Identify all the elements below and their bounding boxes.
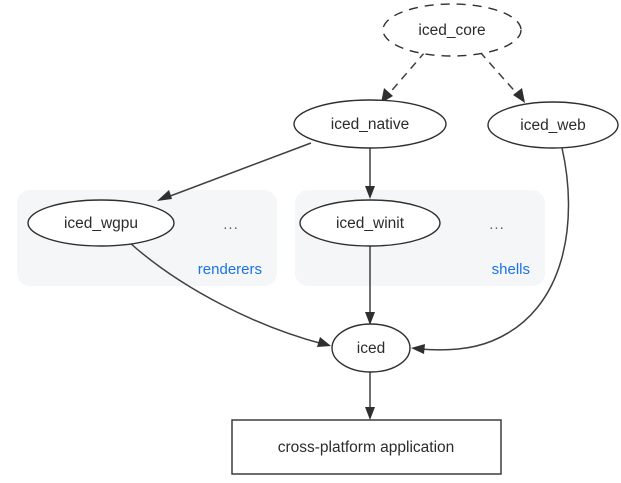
renderers-ellipsis: ... xyxy=(223,216,239,233)
edge-iced-wgpu-to-iced xyxy=(129,242,331,347)
node-iced-winit[interactable]: iced_winit xyxy=(299,199,441,247)
edge-iced-native-to-iced-wgpu xyxy=(157,142,312,201)
node-iced-winit-label: iced_winit xyxy=(336,215,405,232)
node-iced-wgpu-label: iced_wgpu xyxy=(64,215,138,232)
node-application-shape xyxy=(231,419,502,475)
node-iced-core-label: iced_core xyxy=(418,22,485,39)
cluster-label-shells: shells xyxy=(492,261,530,278)
node-iced-core[interactable]: iced_core xyxy=(382,3,522,57)
node-iced-web[interactable]: iced_web xyxy=(487,101,619,149)
node-iced-native-label: iced_native xyxy=(331,116,409,133)
edge-iced-native-to-iced-winit xyxy=(365,148,375,199)
node-iced-native-shape xyxy=(293,99,447,149)
edge-iced-to-application xyxy=(365,372,375,420)
edge-iced-winit-to-iced xyxy=(365,246,375,325)
node-iced-shape xyxy=(331,323,411,373)
edge-iced-core-to-iced-web xyxy=(479,51,525,103)
node-iced-wgpu-shape xyxy=(27,199,175,247)
node-application[interactable]: cross-platform application xyxy=(231,419,502,475)
node-iced-wgpu[interactable]: iced_wgpu xyxy=(27,199,175,247)
node-iced-winit-shape xyxy=(299,199,441,247)
cluster-label-renderers: renderers xyxy=(198,261,262,278)
node-iced-native[interactable]: iced_native xyxy=(293,99,447,149)
node-application-label: cross-platform application xyxy=(278,439,455,456)
node-iced[interactable]: iced xyxy=(331,323,411,373)
node-iced-label: iced xyxy=(357,340,385,357)
edge-iced-web-to-iced xyxy=(411,147,570,354)
edge-iced-core-to-iced-native xyxy=(381,51,426,103)
node-iced-web-shape xyxy=(487,101,619,149)
node-iced-core-shape xyxy=(382,3,522,57)
node-iced-web-label: iced_web xyxy=(520,117,586,134)
shells-ellipsis: ... xyxy=(489,216,505,233)
